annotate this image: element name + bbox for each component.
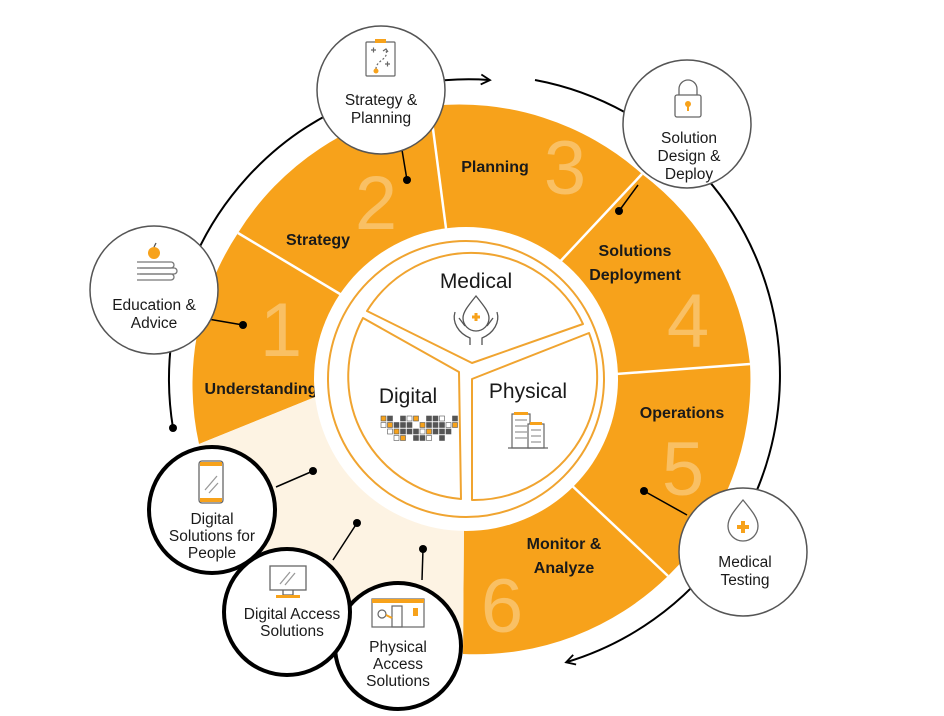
digital-pixels-icon [380,415,458,441]
pixel [393,422,400,428]
bubble-education-advice[interactable]: Education & Advice [89,225,219,355]
bubble-text-solution-design-1: Solution [661,130,717,147]
cycle-arc-start-dot [169,424,177,432]
bubble-text-medical-testing-2: Testing [720,572,769,589]
bubble-physical-access[interactable]: Physical Access Solutions [333,581,463,711]
core-label-medical: Medical [440,270,512,293]
segment-label-planning: Planning [461,159,529,176]
segment-numbers: 1 2 3 4 5 6 [260,126,709,649]
books-apple-icon [137,242,178,281]
segment-label-understanding: Understanding [205,381,318,398]
pixel [400,415,406,422]
pixel [432,428,439,435]
pixel [452,415,458,422]
bubble-text-physical-access-1: Physical [369,639,427,656]
pixel [439,435,445,441]
pixel [452,422,458,428]
pixel [393,428,400,435]
smartphone-icon [198,460,224,504]
pixel [426,422,432,428]
bubble-text-physical-access-3: Solutions [366,673,430,690]
segment-label-deployment: Deployment [589,267,681,284]
segment-label-solutions: Solutions [599,243,672,260]
segment-3-planning[interactable] [430,104,642,267]
bubble-digital-access[interactable]: Digital Access Solutions [222,547,352,677]
pixel [432,422,439,428]
pixel [419,422,426,428]
pixel [445,428,452,435]
segment-label-strategy: Strategy [286,232,350,249]
segment-6-monitor-analyze[interactable] [463,481,668,655]
pixel [426,415,432,422]
pixel [426,428,432,435]
pixel [400,435,406,441]
bubble-text-strategy-planning-2: Planning [351,110,411,127]
bubble-text-digital-access-1: Digital Access [244,606,341,623]
segment-number-5: 5 [662,427,704,512]
bubble-text-physical-access-2: Access [373,656,423,673]
plan-clipboard-icon [365,39,396,77]
buildings-icon [508,412,548,449]
segment-1-understanding[interactable] [192,233,345,444]
bubble-medical-testing[interactable]: Medical Testing [678,487,808,617]
pixel [387,415,393,422]
segment-number-4: 4 [667,279,709,364]
pixel [387,428,393,435]
segment-number-2: 2 [355,161,397,246]
pixel [426,435,432,441]
segment-label-operations: Operations [640,405,725,422]
medical-hands-icon [453,294,499,345]
bubble-text-education-1: Education & [112,297,196,314]
segment-label-analyze: Analyze [534,560,595,577]
bubble-text-digital-people-2: Solutions for [169,528,255,545]
bubble-text-solution-design-3: Deploy [665,166,713,183]
pixel [387,422,393,428]
segment-label-monitor: Monitor & [527,536,602,553]
pixel [439,415,445,422]
pixel [380,415,387,422]
bubble-digital-people[interactable]: Digital Solutions for People [147,445,277,575]
bubble-solution-design[interactable]: Solution Design & Deploy [622,59,752,189]
core-sector-physical[interactable] [471,332,599,502]
bubble-text-strategy-planning-1: Strategy & [345,92,418,109]
pixel [406,415,413,422]
medical-drop-icon [727,498,759,542]
pixel [413,428,419,435]
pixel [393,435,400,441]
pixel [419,428,426,435]
monitor-icon [269,565,307,598]
pixel [419,435,426,441]
pixel [439,428,445,435]
pixel [400,428,406,435]
segment-number-1: 1 [260,288,302,373]
bubble-text-digital-people-3: People [188,545,236,562]
door-access-icon [371,598,425,628]
segment-number-6: 6 [481,564,523,649]
pixel [432,415,439,422]
pixel [445,422,452,428]
core-circle: Medical Digital Physical [314,227,618,531]
bubble-strategy-planning[interactable]: Strategy & Planning [316,25,446,155]
core-label-digital: Digital [379,385,437,408]
pixel [400,422,406,428]
padlock-icon [674,79,702,118]
pixel [413,415,419,422]
pixel [406,422,413,428]
core-sector-digital[interactable] [347,317,462,500]
segment-labels: Understanding Strategy Planning Solution… [205,159,725,577]
bubble-text-digital-access-2: Solutions [260,623,324,640]
pixel [413,435,419,441]
bubble-text-medical-testing-1: Medical [718,554,771,571]
core-label-physical: Physical [489,380,567,403]
bubble-text-solution-design-2: Design & [658,148,722,165]
pixel [439,422,445,428]
connectors [207,149,688,581]
bubble-text-digital-people-1: Digital [190,511,233,528]
pixel [380,422,387,428]
pixel [406,428,413,435]
bubble-text-education-2: Advice [131,315,178,332]
segment-number-3: 3 [544,126,586,211]
